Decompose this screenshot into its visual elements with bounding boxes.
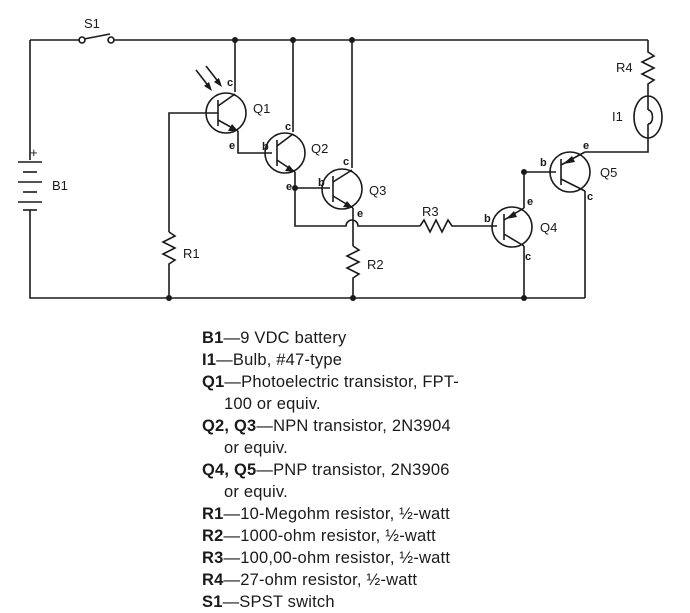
part-ref: B1 (202, 329, 224, 347)
left-rail-wire (29, 40, 585, 299)
label-q4: Q4 (540, 220, 557, 235)
parts-list-item: Q2, Q3—NPN transistor, 2N3904 (202, 415, 522, 437)
pin-b: b (318, 177, 325, 189)
node-dot (290, 37, 296, 43)
label-r4: R4 (616, 60, 633, 75)
circuit-schematic: S1 + B1 c e Q1 R1 (18, 16, 663, 301)
part-ref: R1 (202, 505, 224, 523)
pin-b: b (540, 157, 547, 169)
part-description: —NPN transistor, 2N3904 (256, 417, 451, 435)
part-description: —Photoelectric transistor, FPT- (224, 373, 459, 391)
part-ref: R2 (202, 527, 224, 545)
bulb-i1: I1 (612, 95, 663, 139)
transistor-q5: b e c Q5 (540, 140, 617, 203)
resistor-r1: R1 (161, 231, 200, 298)
resistor-r4: R4 (616, 40, 656, 96)
node-dot (349, 37, 355, 43)
part-ref: Q4, Q5 (202, 461, 257, 479)
parts-list-item: R2—1000-ohm resistor, ½-watt (202, 525, 522, 547)
pin-c: c (285, 121, 291, 133)
transistor-q4: b e c Q4 (484, 196, 557, 263)
pin-e: e (229, 140, 235, 152)
part-description-continued: or equiv. (224, 483, 288, 501)
parts-list-item: S1—SPST switch (202, 591, 522, 613)
label-s1: S1 (84, 16, 100, 31)
part-description: —100,00-ohm resistor, ½-watt (223, 549, 451, 567)
pin-e: e (527, 196, 533, 208)
part-description: —Bulb, #47-type (216, 351, 343, 369)
part-description: —1000-ohm resistor, ½-watt (223, 527, 436, 545)
part-ref: R3 (202, 549, 224, 567)
q1-base-wire (168, 112, 218, 232)
label-q5: Q5 (600, 165, 617, 180)
resistor-r3: R3 (419, 204, 497, 234)
battery-plus-sign: + (30, 145, 38, 160)
q1-emitter-wire (237, 131, 272, 154)
label-r1: R1 (183, 246, 200, 261)
pin-b: b (484, 213, 491, 225)
part-description: —10-Megohm resistor, ½-watt (223, 505, 450, 523)
transistor-q3: b c e Q3 (318, 156, 386, 220)
q5-emitter-wire (585, 138, 649, 153)
node-dot (232, 37, 238, 43)
parts-list-item: Q1—Photoelectric transistor, FPT- (202, 371, 522, 393)
node-dot (350, 295, 356, 301)
switch-s1: S1 (78, 16, 115, 44)
pin-c: c (343, 156, 349, 168)
label-i1: I1 (612, 109, 623, 124)
part-description: —9 VDC battery (223, 329, 347, 347)
label-q2: Q2 (311, 141, 328, 156)
label-q1: Q1 (253, 101, 270, 116)
transistor-q1: c e Q1 (195, 65, 270, 152)
battery-b1: + B1 (18, 145, 68, 211)
part-description-continued: or equiv. (224, 439, 288, 457)
part-description-continued: 100 or equiv. (224, 395, 321, 413)
transistor-q2: b c e Q2 (262, 121, 328, 193)
label-b1: B1 (52, 178, 68, 193)
pin-e: e (357, 208, 363, 220)
node-dot (166, 295, 172, 301)
parts-list-item: R1—10-Megohm resistor, ½-watt (202, 503, 522, 525)
parts-list-item: R3—100,00-ohm resistor, ½-watt (202, 547, 522, 569)
part-description: —PNP transistor, 2N3906 (256, 461, 450, 479)
part-ref: Q2, Q3 (202, 417, 257, 435)
part-ref: S1 (202, 593, 223, 611)
parts-list-item: R4—27-ohm resistor, ½-watt (202, 569, 522, 591)
pin-c: c (227, 77, 233, 89)
parts-list-item: I1—Bulb, #47-type (202, 349, 522, 371)
parts-list-item: B1—9 VDC battery (202, 327, 522, 349)
pin-c: c (587, 191, 593, 203)
pin-e: e (286, 181, 292, 193)
node-dot (521, 295, 527, 301)
part-ref: Q1 (202, 373, 225, 391)
feedback-wire (294, 188, 420, 227)
part-description: —27-ohm resistor, ½-watt (223, 571, 418, 589)
node-dot (521, 169, 527, 175)
pin-c: c (525, 251, 531, 263)
part-ref: I1 (202, 351, 217, 369)
label-r2: R2 (367, 257, 384, 272)
pin-e: e (583, 140, 589, 152)
label-q3: Q3 (369, 183, 386, 198)
pin-b: b (262, 141, 269, 153)
part-ref: R4 (202, 571, 224, 589)
resistor-r2: R2 (345, 245, 384, 298)
parts-list-item: Q4, Q5—PNP transistor, 2N3906 (202, 459, 522, 481)
label-r3: R3 (422, 204, 439, 219)
part-description: —SPST switch (222, 593, 335, 611)
